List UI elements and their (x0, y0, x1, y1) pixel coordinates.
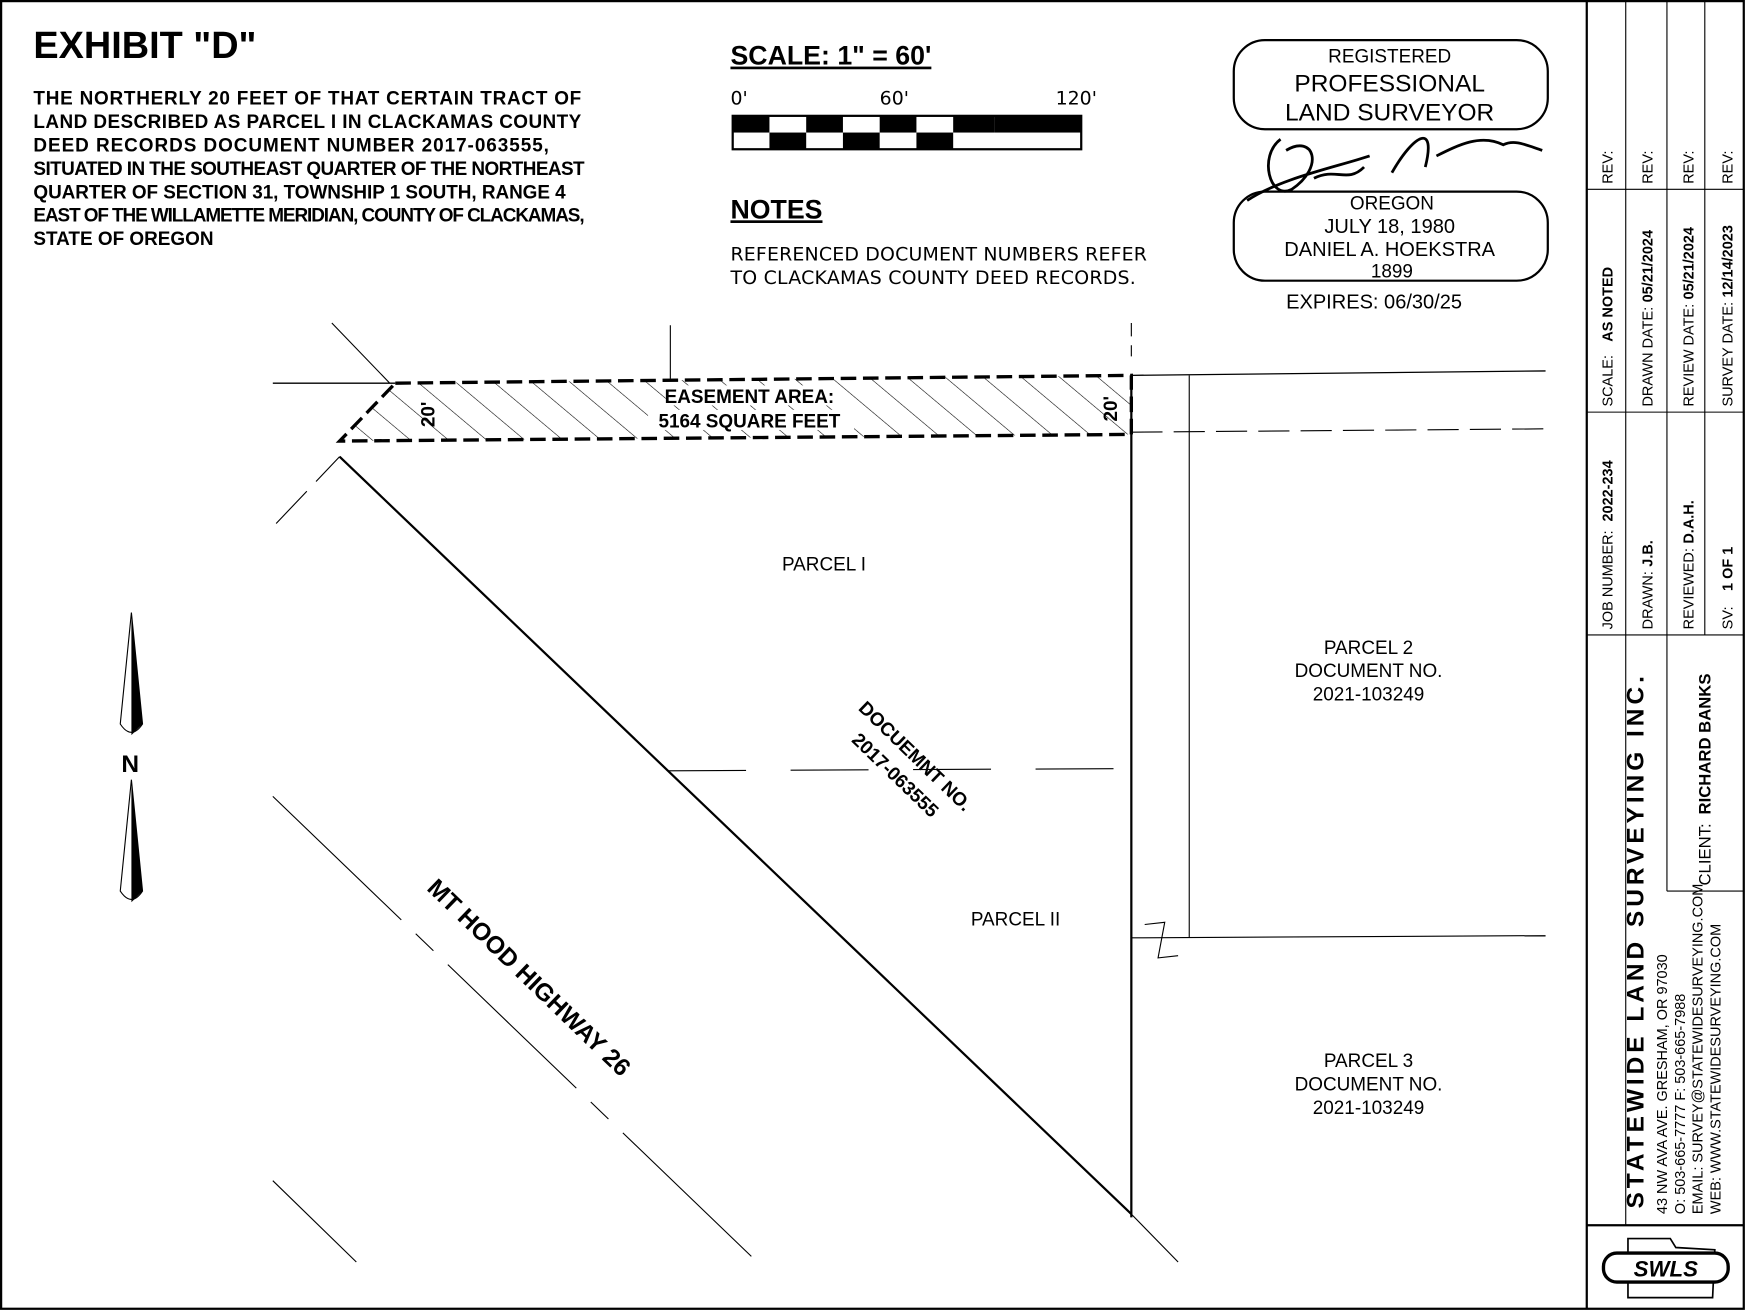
notes-line: TO CLACKAMAS COUNTY DEED RECORDS. (729, 267, 1135, 289)
parcel-3-doc-number: 2021-103249 (1313, 1098, 1425, 1119)
drawn-label: DRAWN: (1640, 571, 1656, 629)
parcel-2-doc-number: 2021-103249 (1313, 685, 1425, 706)
signature (1246, 136, 1543, 202)
parcel-2-label: PARCEL 2 (1324, 638, 1413, 659)
legal-line: THE NORTHERLY 20 FEET OF THAT CERTAIN TR… (33, 89, 581, 110)
company-name: STATEWIDE LAND SURVEYING INC. (1623, 674, 1650, 1209)
client-value: RICHARD BANKS (1695, 674, 1714, 815)
drawn-date-label: DRAWN DATE: (1640, 307, 1656, 407)
scale-tick: 120' (1056, 88, 1097, 110)
scale-label: SCALE: (1600, 355, 1616, 406)
surveyor-stamp: REGISTERED PROFESSIONAL LAND SURVEYOR OR… (1232, 38, 1549, 314)
job-number-label: JOB NUMBER: (1600, 530, 1616, 629)
stamp-state: OREGON (1350, 193, 1434, 214)
job-number-field: JOB NUMBER: 2022-234 (1600, 460, 1616, 629)
scale-bar (731, 114, 1083, 151)
rev-label: REV: (1600, 151, 1616, 184)
rev-label: REV: (1682, 151, 1698, 184)
exhibit-title: EXHIBIT "D" (33, 25, 256, 67)
legal-line: EAST OF THE WILLAMETTE MERIDIAN, COUNTY … (33, 206, 584, 227)
easement-width-right: 20' (1101, 396, 1122, 422)
stamp-date: JULY 18, 1980 (1324, 216, 1455, 238)
parcel-ii-label: PARCEL II (971, 910, 1060, 931)
parcel-i-label: PARCEL I (782, 554, 866, 575)
parcel-2-doc-label: DOCUMENT NO. (1295, 661, 1443, 682)
sv-value: 1 OF 1 (1721, 547, 1737, 591)
drawn-value: J.B. (1640, 540, 1656, 567)
company-email: EMAIL: SURVEY@STATEWIDESURVEYING.COM (1691, 884, 1707, 1214)
company-web: WEB: WWW.STATEWIDESURVEYING.COM (1708, 924, 1724, 1214)
client-field: CLIENT: RICHARD BANKS (1695, 674, 1714, 886)
notes-line: REFERENCED DOCUMENT NUMBERS REFER (730, 244, 1146, 266)
stamp-name: DANIEL A. HOEKSTRA (1284, 239, 1495, 261)
drawn-date-value: 05/21/2024 (1640, 230, 1656, 302)
easement-area-value: 5164 SQUARE FEET (658, 412, 840, 433)
legal-description: THE NORTHERLY 20 FEET OF THAT CERTAIN TR… (33, 89, 585, 250)
rev-label: REV: (1640, 151, 1656, 184)
survey-date-value: 12/14/2023 (1721, 225, 1737, 297)
drawn-date-field: DRAWN DATE: 05/21/2024 (1640, 230, 1656, 407)
easement-area (335, 373, 1134, 443)
company-phone: O: 503-665-7777 F: 503-665-7988 (1673, 994, 1689, 1214)
stamp-land-surveyor: LAND SURVEYOR (1285, 99, 1494, 126)
survey-date-field: SURVEY DATE: 12/14/2023 (1721, 225, 1737, 406)
client-label: CLIENT: (1695, 823, 1714, 885)
legal-line: SITUATED IN THE SOUTHEAST QUARTER OF THE… (33, 159, 585, 180)
review-date-label: REVIEW DATE: (1682, 304, 1698, 407)
notes-title: NOTES (730, 194, 822, 224)
review-date-value: 05/21/2024 (1682, 227, 1698, 299)
stamp-number: 1899 (1371, 261, 1413, 282)
job-number-value: 2022-234 (1600, 460, 1616, 521)
scale-value: AS NOTED (1600, 267, 1616, 342)
easement-width-left: 20' (418, 402, 439, 428)
easement-label: EASEMENT AREA: (665, 387, 835, 408)
legal-line: STATE OF OREGON (33, 229, 213, 250)
title-block: REV: REV: REV: REV: SCALE: AS NOTED DRAWN… (1585, 1, 1744, 1309)
sv-field: SV: 1 OF 1 (1721, 547, 1737, 630)
logo-text: SWLS (1634, 1256, 1698, 1281)
legal-line: DEED RECORDS DOCUMENT NUMBER 2017-063555… (33, 135, 549, 156)
reviewed-value: D.A.H. (1682, 500, 1698, 543)
stamp-professional: PROFESSIONAL (1294, 70, 1485, 97)
scale-title: SCALE: 1" = 60' (730, 41, 931, 71)
stamp-registered: REGISTERED (1328, 46, 1451, 67)
review-date-field: REVIEW DATE: 05/21/2024 (1682, 227, 1698, 407)
drawn-field: DRAWN: J.B. (1640, 540, 1656, 629)
scale-tick: 60' (880, 88, 909, 110)
company-address: 43 NW AVA AVE. GRESHAM, OR 97030 (1655, 954, 1671, 1214)
legal-line: LAND DESCRIBED AS PARCEL I IN CLACKAMAS … (33, 112, 581, 133)
parcel-3-doc-label: DOCUMENT NO. (1295, 1074, 1443, 1095)
sv-label: SV: (1721, 607, 1737, 630)
highway-label: MT HOOD HIGHWAY 26 (422, 874, 636, 1082)
reviewed-field: REVIEWED: D.A.H. (1682, 500, 1698, 629)
swls-logo: SWLS (1601, 1237, 1730, 1299)
reviewed-label: REVIEWED: (1682, 548, 1698, 629)
north-label: N (121, 751, 139, 778)
survey-lines (272, 322, 1546, 1263)
scale-tick: 0' (730, 88, 747, 110)
parcel-3-label: PARCEL 3 (1324, 1051, 1413, 1072)
rev-label: REV: (1721, 151, 1737, 184)
north-arrow-icon: N (119, 612, 144, 903)
stamp-expires: EXPIRES: 06/30/25 (1286, 292, 1462, 314)
survey-date-label: SURVEY DATE: (1721, 302, 1737, 407)
scale-field: SCALE: AS NOTED (1600, 267, 1616, 407)
legal-line: QUARTER OF SECTION 31, TOWNSHIP 1 SOUTH,… (33, 182, 566, 203)
